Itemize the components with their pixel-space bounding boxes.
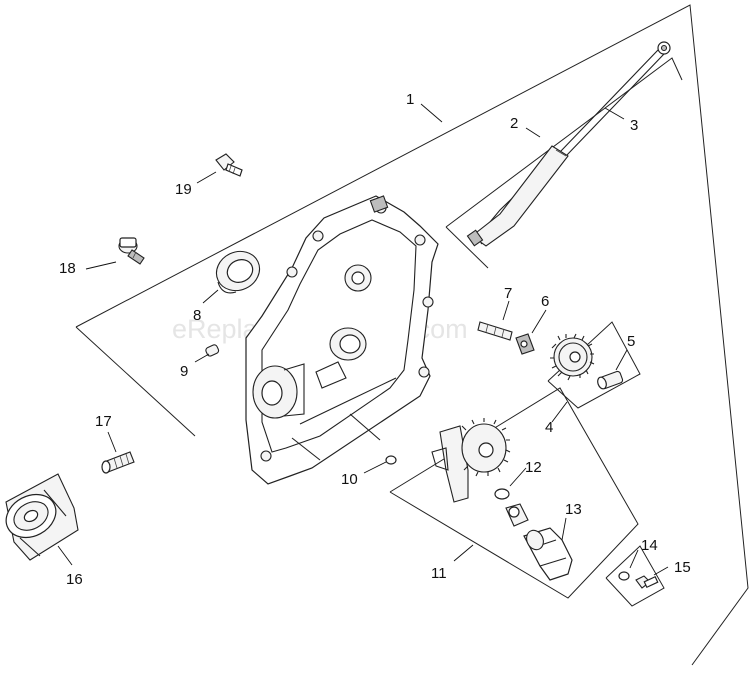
callout-18: 18 bbox=[59, 260, 76, 277]
part-crankcase-cover bbox=[245, 195, 439, 485]
callout-19: 19 bbox=[175, 181, 192, 198]
callout-3: 3 bbox=[630, 117, 638, 134]
callout-10: 10 bbox=[341, 471, 358, 488]
part-6-clip bbox=[515, 333, 535, 355]
callout-11: 11 bbox=[431, 565, 447, 582]
part-13-oil-pickup bbox=[505, 503, 573, 581]
assembly-frame-14 bbox=[605, 545, 665, 607]
callout-12: 12 bbox=[525, 459, 542, 476]
part-15-screw bbox=[635, 575, 659, 589]
callout-17: 17 bbox=[95, 413, 112, 430]
assembly-frame-3 bbox=[445, 57, 683, 269]
part-17-nipple bbox=[101, 451, 135, 474]
callout-4: 4 bbox=[545, 419, 553, 436]
callout-9: 9 bbox=[180, 363, 188, 380]
callout-1: 1 bbox=[406, 91, 414, 108]
part-9-dowel-pin bbox=[205, 344, 220, 357]
part-11-governor-assembly bbox=[431, 418, 511, 503]
callout-14: 14 bbox=[641, 537, 658, 554]
part-8-oil-seal bbox=[215, 250, 261, 294]
part-dipstick bbox=[466, 41, 671, 247]
callout-15: 15 bbox=[674, 559, 691, 576]
leader-lines bbox=[57, 103, 669, 576]
part-19-bolt bbox=[215, 153, 243, 177]
callout-7: 7 bbox=[504, 285, 512, 302]
part-12-o-ring bbox=[494, 488, 510, 500]
part-5-bolt bbox=[597, 370, 624, 390]
callout-labels: 1 2 3 4 5 6 7 8 9 10 11 12 13 14 15 16 1… bbox=[59, 91, 691, 588]
callout-5: 5 bbox=[627, 333, 635, 350]
callout-2: 2 bbox=[510, 115, 518, 132]
part-18-sensor bbox=[118, 237, 145, 265]
part-4-gear bbox=[550, 333, 595, 381]
part-10-o-ring bbox=[385, 455, 397, 465]
assembly-frame-11 bbox=[389, 387, 639, 599]
part-14-washer bbox=[618, 571, 630, 581]
part-7-pin bbox=[477, 321, 513, 341]
assembly-frame-1 bbox=[75, 4, 749, 666]
callout-13: 13 bbox=[565, 501, 582, 518]
callout-6: 6 bbox=[541, 293, 549, 310]
assembly-frame-4 bbox=[547, 321, 641, 409]
callout-16: 16 bbox=[66, 571, 83, 588]
callout-8: 8 bbox=[193, 307, 201, 324]
part-16-oil-filter bbox=[5, 473, 79, 561]
